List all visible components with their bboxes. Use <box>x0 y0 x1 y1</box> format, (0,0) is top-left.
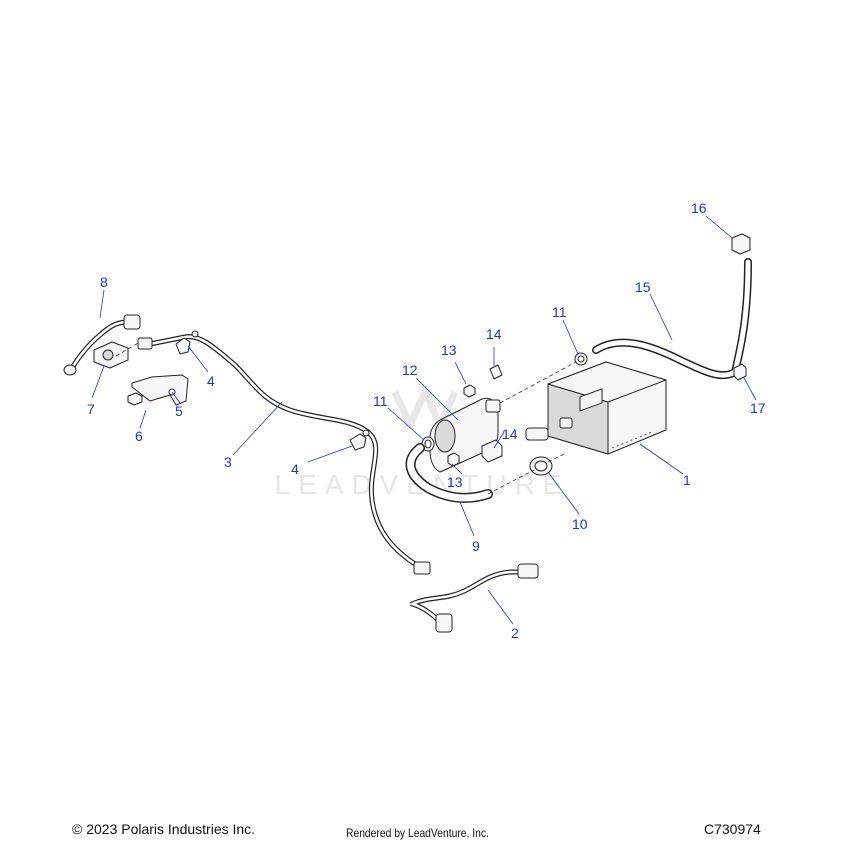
callout-5[interactable]: 5 <box>175 403 183 419</box>
callout-13-lower[interactable]: 13 <box>447 474 463 490</box>
screw-6[interactable] <box>127 392 143 406</box>
copyright-text: © 2023 Polaris Industries Inc. <box>72 821 256 837</box>
vapor-line-3[interactable] <box>137 330 431 575</box>
callout-11-right[interactable]: 11 <box>552 304 567 320</box>
callout-11-left[interactable]: 11 <box>373 393 388 409</box>
valve-7[interactable] <box>93 341 129 369</box>
callout-1[interactable]: 1 <box>683 472 691 488</box>
bracket-5[interactable] <box>131 374 189 406</box>
callout-7[interactable]: 7 <box>87 401 95 417</box>
elbow-fitting-16[interactable] <box>731 233 751 255</box>
hose-9[interactable] <box>405 443 493 503</box>
callout-2[interactable]: 2 <box>511 625 519 641</box>
clamp-11-left[interactable] <box>421 436 435 452</box>
vapor-line-8[interactable] <box>63 314 141 376</box>
callout-15[interactable]: 15 <box>635 279 651 295</box>
leader-lines <box>91 215 757 625</box>
callout-14-lower[interactable]: 14 <box>502 426 518 442</box>
clamp-10[interactable] <box>529 456 553 476</box>
clip-13-upper[interactable] <box>463 384 476 398</box>
clip-13-lower[interactable] <box>447 452 460 467</box>
callout-8[interactable]: 8 <box>100 274 108 290</box>
callout-6[interactable]: 6 <box>135 428 143 444</box>
callout-10[interactable]: 10 <box>572 516 588 532</box>
vapor-line-2[interactable] <box>408 563 539 633</box>
callout-labels: 1 2 3 4 4 5 6 7 8 9 10 11 11 12 13 13 14… <box>87 200 766 641</box>
clip-17[interactable] <box>733 363 747 381</box>
diagram-id-text: C730974 <box>704 821 761 837</box>
callout-13-upper[interactable]: 13 <box>441 342 457 358</box>
callout-3[interactable]: 3 <box>224 454 232 470</box>
callout-12[interactable]: 12 <box>402 362 418 378</box>
hose-15[interactable] <box>592 258 752 380</box>
callout-4-upper[interactable]: 4 <box>207 373 215 389</box>
bracket-14-lower[interactable] <box>481 439 503 463</box>
purge-valve-12[interactable] <box>429 397 501 473</box>
clamp-11-right[interactable] <box>574 352 588 366</box>
callout-4-lower[interactable]: 4 <box>291 461 299 477</box>
charcoal-canister-1[interactable] <box>525 361 667 455</box>
callout-14-upper[interactable]: 14 <box>486 326 502 342</box>
callout-16[interactable]: 16 <box>691 200 707 216</box>
bracket-14-upper[interactable] <box>489 364 503 380</box>
callout-9[interactable]: 9 <box>472 538 480 554</box>
rendered-by-text: Rendered by LeadVenture, Inc. <box>346 826 489 840</box>
callout-17[interactable]: 17 <box>750 400 766 416</box>
fitting-4-lower[interactable] <box>349 433 367 451</box>
